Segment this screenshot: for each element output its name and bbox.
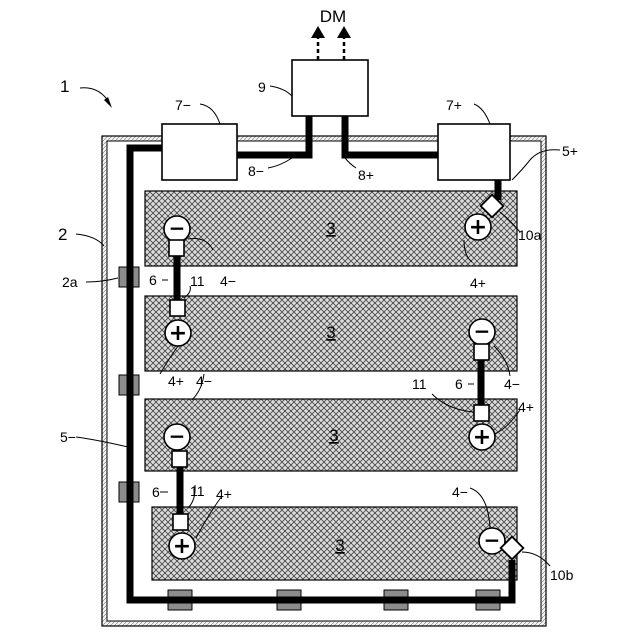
sign-minus: −: [169, 216, 186, 240]
dm-output-arrows: [311, 26, 351, 60]
sign-minus: −: [484, 528, 501, 552]
wire-negative-label: 8−: [248, 163, 264, 179]
cell-label-1: 3: [326, 219, 335, 238]
sign-minus: −: [474, 319, 491, 343]
controller-label: 9: [258, 79, 266, 95]
term-neg-label: 4−: [504, 376, 520, 392]
term-pos-label: 4+: [168, 373, 184, 389]
connector-square: [474, 405, 489, 421]
sign-plus: +: [469, 215, 487, 240]
cell-label-3: 3: [329, 426, 338, 445]
term-pos-label: 4+: [470, 275, 486, 291]
connector-label: 11: [412, 376, 427, 392]
sign-plus: +: [473, 425, 491, 450]
relay-negative-box: [162, 124, 237, 180]
term-pos-label: 4+: [518, 399, 534, 415]
housing-label: 2: [58, 225, 67, 244]
connector-label: 11: [190, 483, 205, 499]
relay-positive-label: 7+: [446, 97, 462, 113]
busbar-negative-label: 5−: [60, 429, 76, 445]
term-neg-label: 4−: [220, 273, 236, 289]
cell-label-2: 3: [326, 323, 335, 342]
relay-positive-box: [438, 124, 510, 180]
sign-plus: +: [169, 321, 187, 346]
link-label: 6: [455, 376, 463, 392]
cell-label-4: 3: [335, 536, 344, 555]
housing-wall-label: 2a: [62, 274, 78, 290]
wire-positive-label: 8+: [358, 167, 374, 183]
connector-square: [474, 344, 489, 360]
link-label: 6: [152, 484, 160, 500]
controller-box: [292, 60, 368, 116]
sign-plus: +: [173, 534, 191, 559]
term-neg-label: 4−: [452, 484, 468, 500]
busbar-positive-label: 5+: [562, 143, 578, 159]
fuse-bottom-label: 10b: [550, 567, 574, 583]
connector-square: [173, 514, 188, 530]
relay-negative-label: 7−: [175, 97, 191, 113]
connector-square: [170, 300, 185, 316]
connector-square: [169, 240, 184, 256]
sign-minus: −: [169, 424, 186, 448]
connector-label: 11: [190, 273, 205, 289]
term-pos-label: 4+: [216, 486, 232, 502]
link-label: 6: [149, 272, 157, 288]
term-neg-label: 4−: [196, 373, 212, 389]
dm-label: DM: [320, 7, 346, 26]
pack-label: 1: [60, 77, 69, 96]
fuse-top-label: 10a: [518, 227, 542, 243]
connector-square: [172, 451, 187, 467]
